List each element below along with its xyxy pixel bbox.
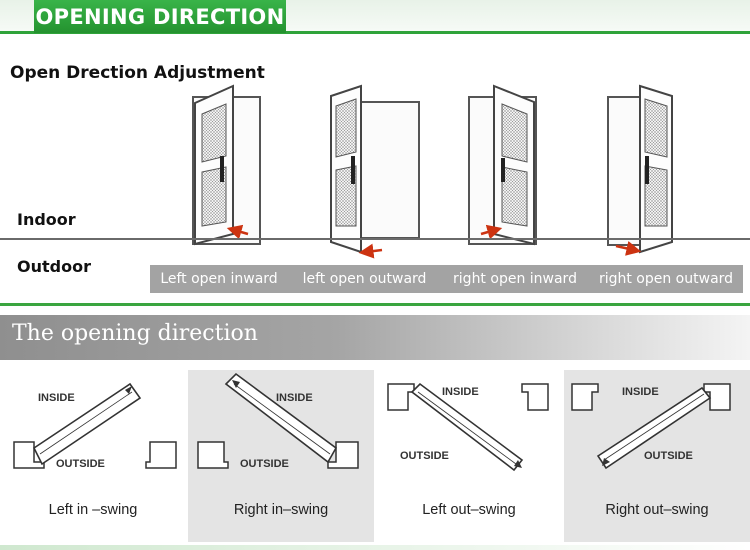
door-left-open-inward bbox=[192, 84, 261, 246]
plan4-inside-label: INSIDE bbox=[622, 386, 659, 398]
plan-left-out-swing-drawing bbox=[387, 382, 549, 472]
plan-right-out-swing: INSIDE OUTSIDE Right out–swing bbox=[564, 370, 750, 542]
plan3-inside-label: INSIDE bbox=[442, 386, 479, 398]
door-right-open-inward bbox=[468, 84, 537, 246]
bottom-stripe bbox=[0, 545, 750, 550]
outdoor-label: Outdoor bbox=[17, 257, 91, 276]
section-header-bar bbox=[0, 315, 750, 360]
door-illustrations bbox=[192, 84, 673, 259]
plan-right-in-swing-drawing bbox=[197, 372, 359, 469]
caption-left-open-outward: left open outward bbox=[302, 271, 427, 287]
caption-right-open-outward: right open outward bbox=[598, 271, 734, 287]
door-right-open-outward bbox=[607, 84, 673, 256]
plan3-caption: Left out–swing bbox=[422, 502, 516, 518]
section-title: The opening direction bbox=[12, 321, 258, 346]
plan1-caption: Left in –swing bbox=[48, 502, 138, 518]
plan1-outside-label: OUTSIDE bbox=[56, 458, 105, 470]
page-heading: Open Drection Adjustment bbox=[10, 63, 265, 83]
banner-title: OPENING DIRECTION bbox=[34, 0, 286, 33]
door-left-open-outward bbox=[330, 84, 420, 259]
plan2-inside-label: INSIDE bbox=[276, 392, 313, 404]
plan-left-out-swing: INSIDE OUTSIDE Left out–swing bbox=[376, 370, 562, 542]
caption-right-open-inward: right open inward bbox=[453, 271, 577, 287]
door-caption-bar: Left open inward left open outward right… bbox=[150, 265, 743, 293]
green-divider bbox=[0, 303, 750, 306]
plan4-caption: Right out–swing bbox=[605, 502, 709, 518]
plan-right-out-swing-drawing bbox=[571, 383, 731, 470]
floor-line bbox=[0, 238, 750, 240]
plan2-caption: Right in–swing bbox=[233, 502, 329, 518]
caption-left-open-inward: Left open inward bbox=[160, 271, 278, 287]
plan4-outside-label: OUTSIDE bbox=[644, 450, 693, 462]
indoor-label: Indoor bbox=[17, 210, 76, 229]
plan-left-in-swing-drawing bbox=[13, 382, 177, 469]
plan-right-in-swing: INSIDE OUTSIDE Right in–swing bbox=[188, 370, 374, 542]
plan-left-in-swing: INSIDE OUTSIDE Left in –swing bbox=[0, 370, 186, 542]
plan1-inside-label: INSIDE bbox=[38, 392, 75, 404]
plan3-outside-label: OUTSIDE bbox=[400, 450, 449, 462]
plan2-outside-label: OUTSIDE bbox=[240, 458, 289, 470]
